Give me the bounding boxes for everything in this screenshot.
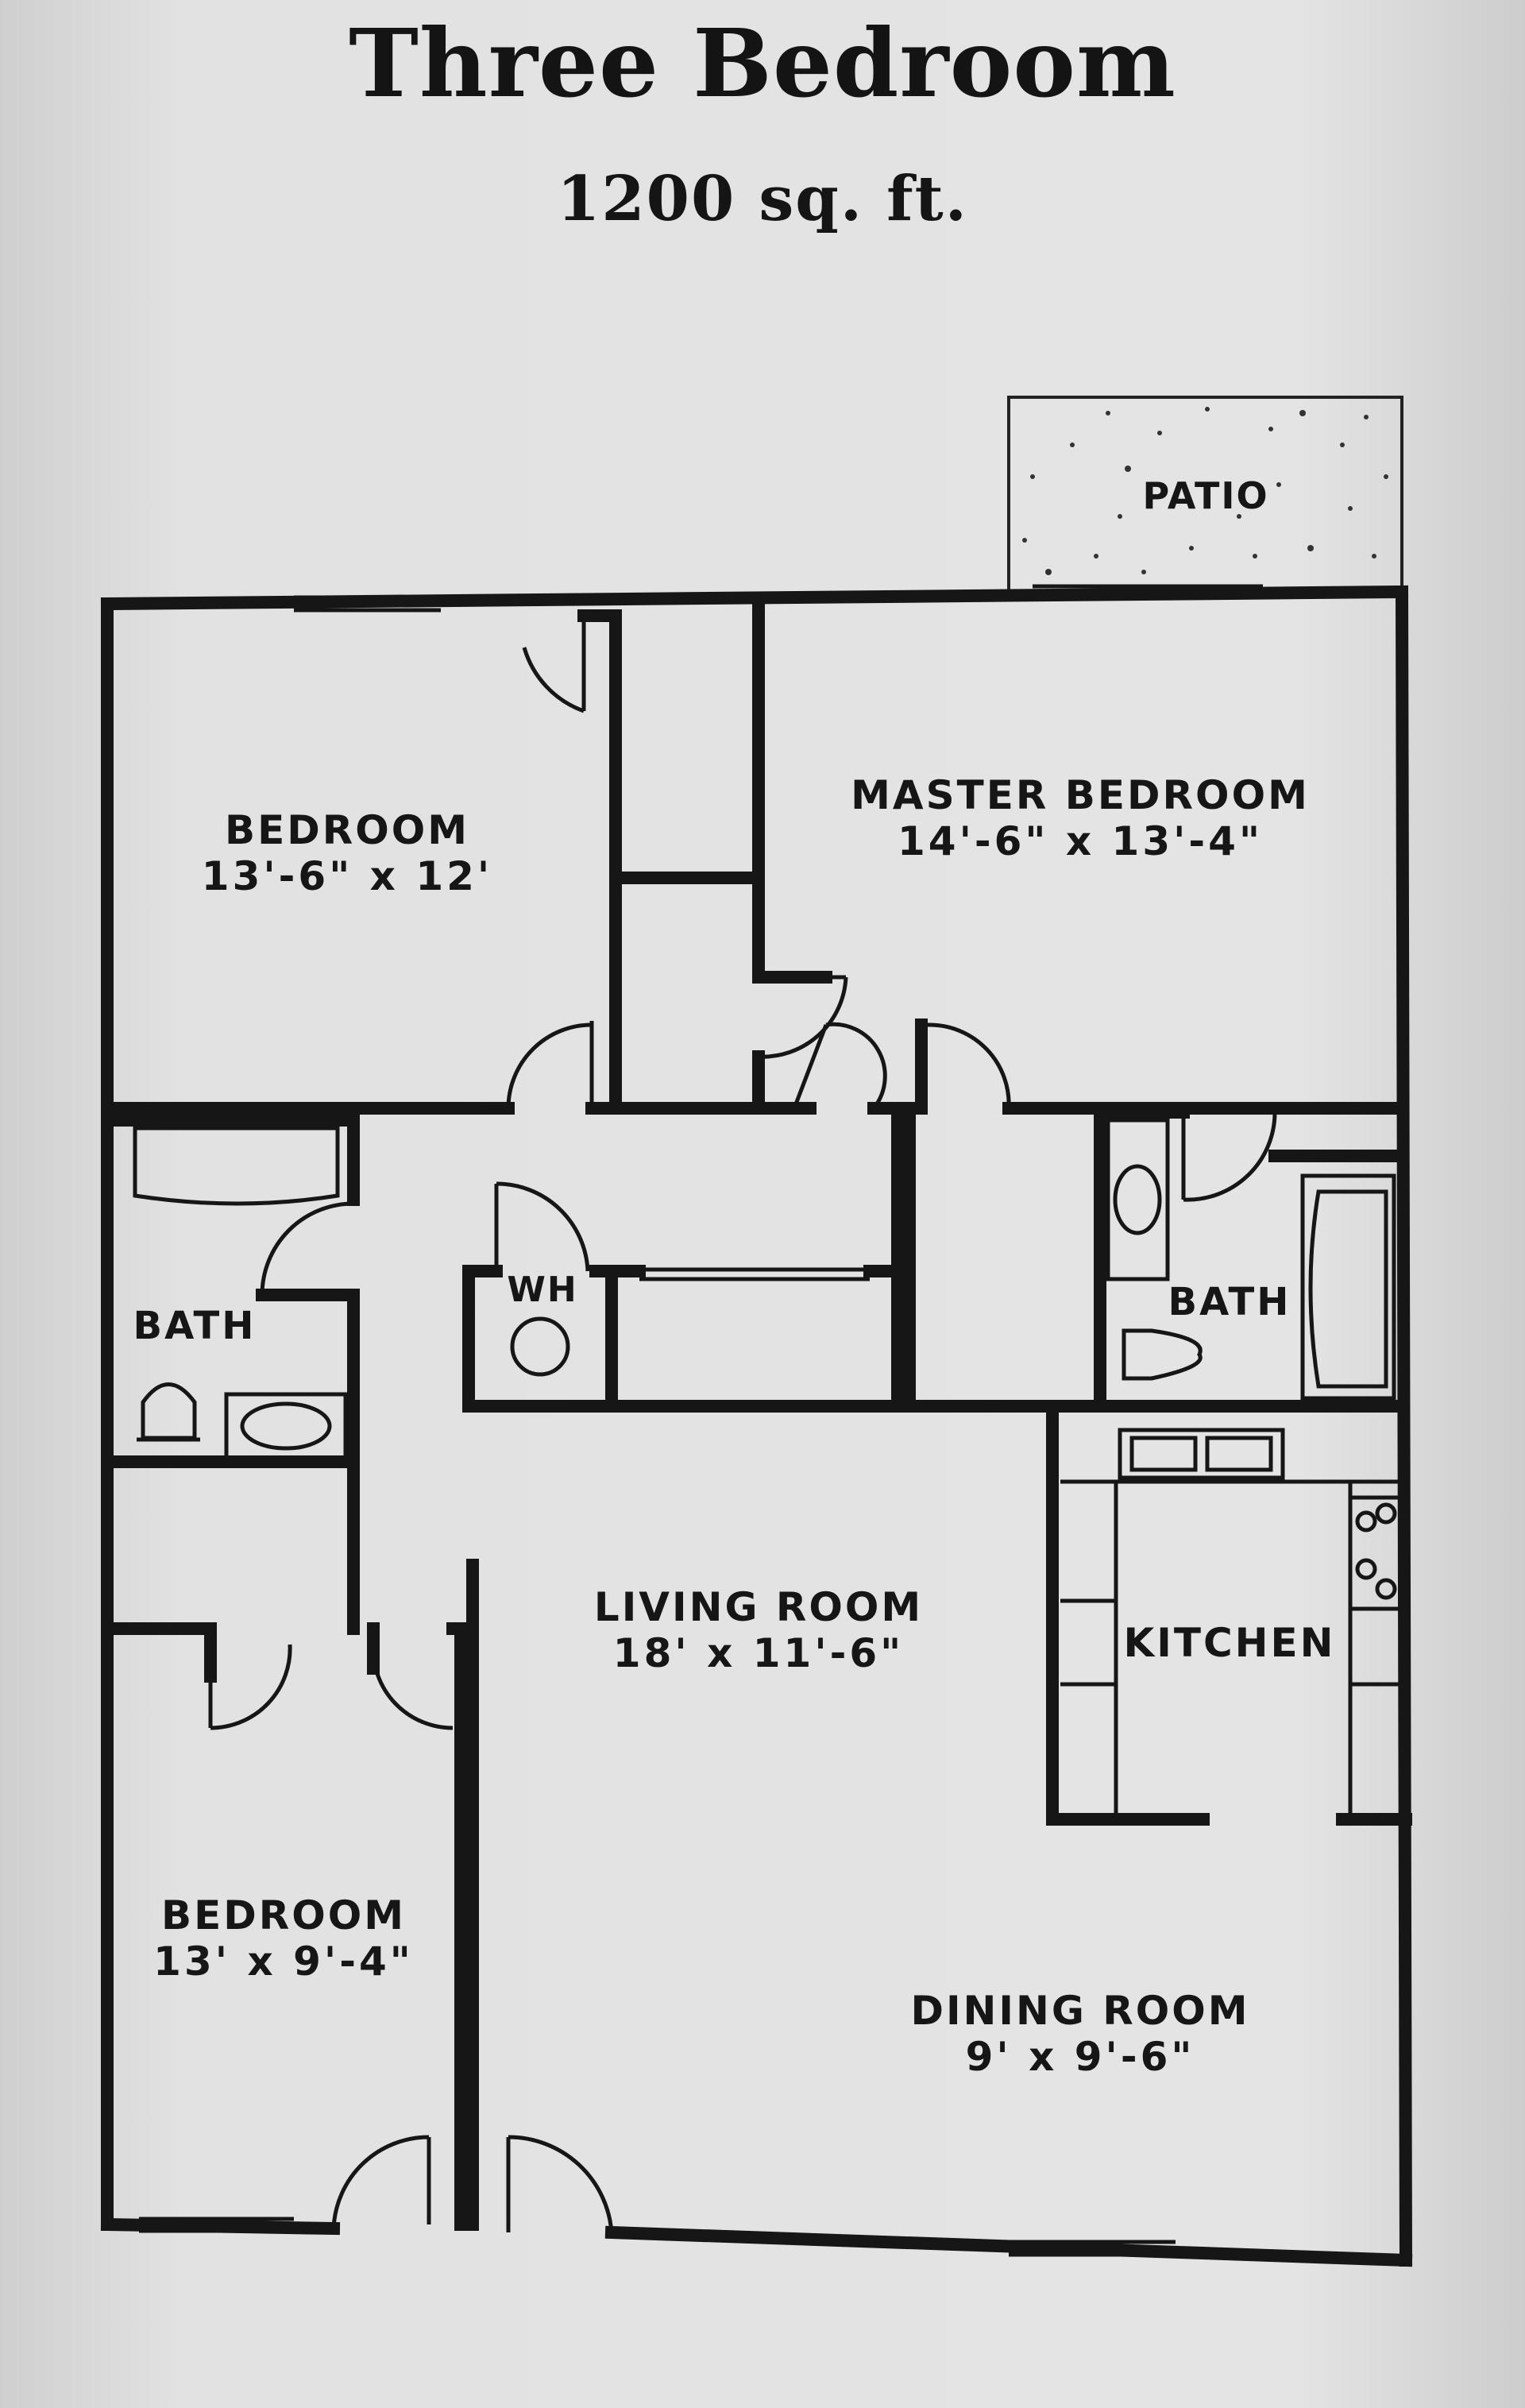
living-room-name: LIVING ROOM bbox=[594, 1584, 923, 1630]
burner-4 bbox=[1375, 1578, 1397, 1600]
patio-texture bbox=[1022, 407, 1388, 590]
water-heater-label: WH bbox=[507, 1270, 577, 1310]
burner-3 bbox=[1355, 1558, 1377, 1580]
window-and-frame-lines bbox=[139, 584, 1263, 2257]
master-bedroom-name: MASTER BEDROOM bbox=[851, 772, 1310, 818]
plan-title: Three Bedroom bbox=[349, 8, 1176, 118]
sink-basin-1 bbox=[1129, 1436, 1198, 1472]
sink-basin-2 bbox=[1205, 1436, 1273, 1472]
kitchen-label: KITCHEN bbox=[1124, 1620, 1336, 1666]
room-labels: BEDROOM 13'-6" x 12' MASTER BEDROOM 14'-… bbox=[133, 772, 1336, 2080]
toilet-left bbox=[141, 1382, 197, 1440]
dining-room-size: 9' x 9'-6" bbox=[966, 2034, 1195, 2080]
bath-right-label: BATH bbox=[1168, 1280, 1291, 1324]
patio: PATIO bbox=[1007, 396, 1403, 593]
bedroom-top-size: 13'-6" x 12' bbox=[202, 853, 492, 899]
patio-label: PATIO bbox=[1142, 474, 1268, 517]
bathtub-right-frame bbox=[1300, 1173, 1396, 1401]
bedroom-top-name: BEDROOM bbox=[225, 807, 469, 853]
sink-left bbox=[240, 1401, 332, 1451]
bath-left-label: BATH bbox=[133, 1304, 257, 1348]
dining-room-name: DINING ROOM bbox=[910, 1988, 1249, 2034]
bedroom-bottom-size: 13' x 9'-4" bbox=[153, 1938, 414, 1985]
plan-area: 1200 sq. ft. bbox=[557, 163, 968, 235]
fixtures bbox=[133, 1118, 1402, 1815]
door-swings bbox=[208, 616, 1277, 2233]
toilet-right bbox=[1122, 1328, 1203, 1381]
water-heater-tank bbox=[510, 1316, 570, 1377]
kitchen-sink-counter bbox=[1118, 1428, 1285, 1480]
sink-right bbox=[1113, 1164, 1162, 1235]
living-room-size: 18' x 11'-6" bbox=[613, 1630, 904, 1676]
burner-2 bbox=[1375, 1502, 1397, 1525]
bedroom-bottom-name: BEDROOM bbox=[161, 1892, 406, 1938]
burner-1 bbox=[1355, 1510, 1377, 1533]
bathtub-right bbox=[1308, 1189, 1388, 1389]
vanity-right bbox=[1106, 1118, 1170, 1281]
vanity-left bbox=[224, 1392, 348, 1460]
bathtub-left bbox=[133, 1126, 340, 1206]
master-bedroom-size: 14'-6" x 13'-4" bbox=[898, 818, 1263, 864]
